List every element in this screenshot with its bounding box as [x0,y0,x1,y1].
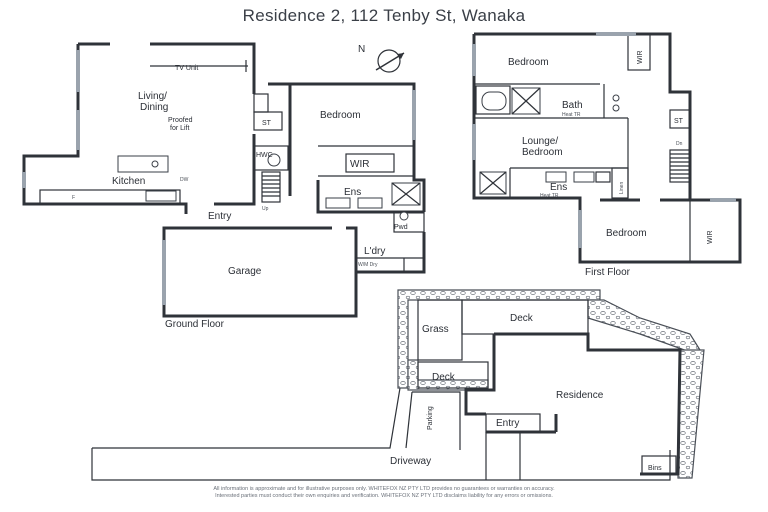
label-for-lift: for Lift [170,125,190,132]
label-wm-dry: W/M Dry [358,262,378,268]
label-bath: Bath [562,100,583,111]
label-wir-ff-bottom: WIR [707,230,714,244]
ground-stairs [261,171,281,203]
label-grass: Grass [422,324,449,335]
disclaimer: All information is approximate and for i… [110,486,658,500]
label-bins: Bins [648,465,662,472]
label-fridge: F [72,195,75,201]
label-wir-ground: WIR [350,159,369,170]
label-tv-unit: TV Unit [175,65,198,72]
label-residence: Residence [556,390,604,401]
ground-floor-plan [22,42,426,318]
label-ens-ff: Ens [550,182,567,193]
first-floor-stairs [669,149,691,183]
label-laundry: L'dry [364,246,385,257]
label-st-ff: ST [674,118,684,125]
label-living: Living/ [138,91,167,102]
label-st-ground: ST [262,120,272,127]
first-floor-plan [472,32,742,264]
label-dw: DW [180,177,189,183]
label-deck-left: Deck [432,372,456,383]
label-lounge: Lounge/ [522,136,558,147]
label-ens-ground: Ens [344,187,361,198]
label-up: Up [262,206,269,212]
label-kitchen: Kitchen [112,176,145,187]
north-arrow: N [358,44,405,73]
label-hwc: HWC [256,152,273,159]
label-pwd: Pwd [394,224,408,231]
label-entry-site: Entry [496,418,519,429]
label-entry-ground: Entry [208,211,231,222]
site-plan [91,289,705,481]
label-wir-ff-top: WIR [637,50,644,64]
page-title: Residence 2, 112 Tenby St, Wanaka [242,6,526,25]
label-bedroom-ground: Bedroom [320,110,361,121]
label-bedroom-ff-bottom: Bedroom [606,228,647,239]
disclaimer-line-2: Interested parties must conduct their ow… [215,493,553,499]
label-bedroom-ff-top: Bedroom [508,57,549,68]
north-label: N [358,44,365,55]
disclaimer-line-1: All information is approximate and for i… [213,486,555,492]
label-proofed: Proofed [168,117,193,124]
label-dining: Dining [140,102,168,113]
label-bath-heat: Heat TR [562,112,581,118]
label-ground-floor: Ground Floor [165,319,225,330]
label-dn: Dn [676,141,683,147]
label-deck-top: Deck [510,313,534,324]
label-garage: Garage [228,266,262,277]
label-parking: Parking [427,406,434,430]
label-driveway: Driveway [390,456,431,467]
label-lounge-bedroom: Bedroom [522,147,563,158]
label-linen: Linen [619,182,625,194]
label-ens-heat: Heat TR [540,193,559,199]
label-first-floor: First Floor [585,267,631,278]
